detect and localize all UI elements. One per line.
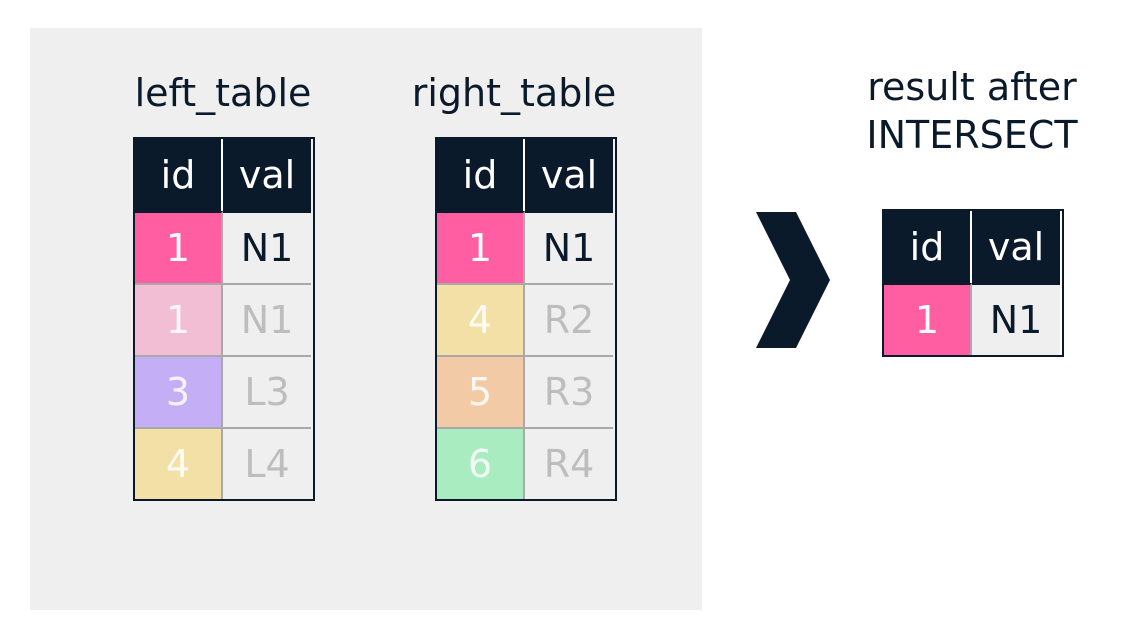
- header-id: id: [135, 139, 223, 211]
- id-cell: 4: [437, 283, 525, 355]
- id-cell: 3: [135, 355, 223, 427]
- val-cell: N1: [972, 283, 1060, 355]
- id-cell: 6: [437, 427, 525, 499]
- id-cell: 1: [437, 211, 525, 283]
- val-cell: N1: [525, 211, 613, 283]
- val-cell: L4: [223, 427, 311, 499]
- result-title-line2: INTERSECT: [866, 113, 1078, 157]
- val-cell: R2: [525, 283, 613, 355]
- val-cell: R4: [525, 427, 613, 499]
- val-cell: N1: [223, 211, 311, 283]
- id-cell: 4: [135, 427, 223, 499]
- header-id: id: [884, 211, 972, 283]
- chevron-right-icon: [756, 212, 830, 348]
- id-cell: 1: [135, 283, 223, 355]
- id-cell: 1: [135, 211, 223, 283]
- id-cell: 1: [884, 283, 972, 355]
- val-cell: L3: [223, 355, 311, 427]
- header-id: id: [437, 139, 525, 211]
- header-val: val: [972, 211, 1060, 283]
- right-table-title: right_table: [411, 71, 617, 115]
- left-table-title: left_table: [134, 71, 312, 115]
- val-cell: R3: [525, 355, 613, 427]
- result-title-line1: result after: [867, 65, 1077, 109]
- header-val: val: [525, 139, 613, 211]
- val-cell: N1: [223, 283, 311, 355]
- header-val: val: [223, 139, 311, 211]
- id-cell: 5: [437, 355, 525, 427]
